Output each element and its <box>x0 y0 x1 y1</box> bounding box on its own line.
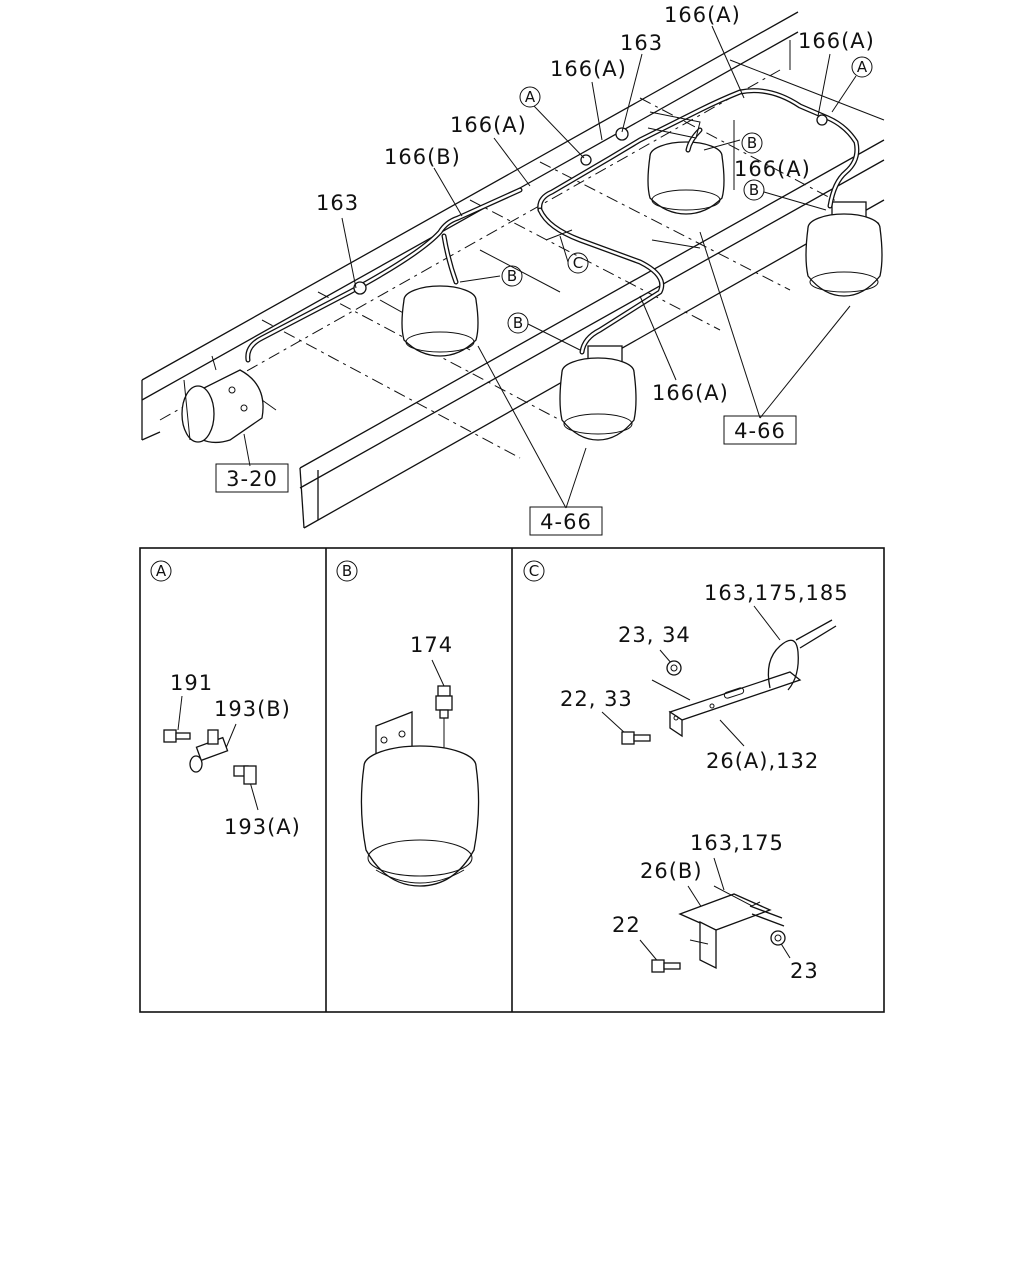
svg-text:4-66: 4-66 <box>734 419 786 443</box>
label-22: 22 <box>612 913 641 937</box>
marker-a-right: A <box>851 56 873 78</box>
main-callouts: 166(A) 163 166(A) 166(A) 166(A) 166(B) 1… <box>316 3 875 405</box>
air-spring-front-left <box>401 285 479 357</box>
ref-4-66-bottom: 4-66 <box>529 506 603 536</box>
callout-163-top: 163 <box>620 31 663 55</box>
elbow-fitting-193a <box>233 765 257 785</box>
marker-a-left: A <box>519 86 541 108</box>
callout-166a-right: 166(A) <box>798 29 875 53</box>
svg-text:A: A <box>525 88 536 106</box>
svg-text:B: B <box>507 267 517 285</box>
leader-lines <box>243 25 857 509</box>
clamp-163-175-185 <box>767 619 837 691</box>
bracket-26b <box>678 885 785 970</box>
svg-text:B: B <box>513 314 523 332</box>
panel-b-marker: B <box>336 560 358 582</box>
svg-text:C: C <box>573 254 583 272</box>
callout-166a-center: 166(A) <box>734 157 811 181</box>
callout-166b: 166(B) <box>384 145 461 169</box>
bracket-26a <box>651 671 802 738</box>
svg-text:4-66: 4-66 <box>540 510 592 534</box>
svg-text:B: B <box>747 134 757 152</box>
detail-panel-c: C 163,175,185 23, 34 22, 33 26(A),132 16… <box>523 560 849 983</box>
svg-text:B: B <box>342 562 352 580</box>
callout-166a-lower: 166(A) <box>652 381 729 405</box>
nut-23 <box>770 930 786 946</box>
callout-166a-left: 166(A) <box>450 113 527 137</box>
label-23-34: 23, 34 <box>618 623 691 647</box>
tee-fitting-193b <box>189 729 229 773</box>
svg-text:B: B <box>749 181 759 199</box>
svg-text:3-20: 3-20 <box>226 467 278 491</box>
label-163-175-185: 163,175,185 <box>704 581 849 605</box>
marker-b-upper: B <box>741 132 763 154</box>
detail-panel-b: B 174 <box>336 560 480 887</box>
svg-text:A: A <box>857 58 868 76</box>
label-163-175: 163,175 <box>690 831 784 855</box>
marker-b-front: B <box>501 265 523 287</box>
air-spring-rear-left <box>559 345 637 441</box>
marker-c: C <box>567 252 589 274</box>
air-pipes <box>245 88 860 363</box>
detail-panel-a: A 191 193(B) 193(A) <box>150 560 301 839</box>
svg-text:C: C <box>529 562 539 580</box>
detail-panels-frame <box>139 547 885 1013</box>
bolt-22 <box>651 959 681 973</box>
label-174: 174 <box>410 633 453 657</box>
air-spring-rear-right <box>805 201 883 297</box>
label-193b: 193(B) <box>214 697 291 721</box>
bolt-22-33 <box>621 731 651 745</box>
ref-4-66-right: 4-66 <box>723 415 797 445</box>
marker-b-rear: B <box>507 312 529 334</box>
label-26a-132: 26(A),132 <box>706 749 819 773</box>
panel-c-marker: C <box>523 560 545 582</box>
air-spring-front-right <box>647 141 725 215</box>
svg-text:A: A <box>156 562 167 580</box>
bolt-191 <box>163 729 191 743</box>
callout-166a-top: 166(A) <box>664 3 741 27</box>
label-22-33: 22, 33 <box>560 687 633 711</box>
main-markers: A A B B B B C <box>501 56 873 334</box>
ref-3-20: 3-20 <box>215 463 289 493</box>
air-tank <box>181 355 277 444</box>
callout-163-left: 163 <box>316 191 359 215</box>
marker-b-center: B <box>743 179 765 201</box>
label-26b: 26(B) <box>640 859 703 883</box>
label-23: 23 <box>790 959 819 983</box>
nut-23-34 <box>666 660 682 676</box>
panel-a-marker: A <box>150 560 172 582</box>
label-191: 191 <box>170 671 213 695</box>
callout-166a-mid: 166(A) <box>550 57 627 81</box>
chassis-frame <box>141 11 885 529</box>
label-193a: 193(A) <box>224 815 301 839</box>
air-spring-detail <box>360 711 480 887</box>
